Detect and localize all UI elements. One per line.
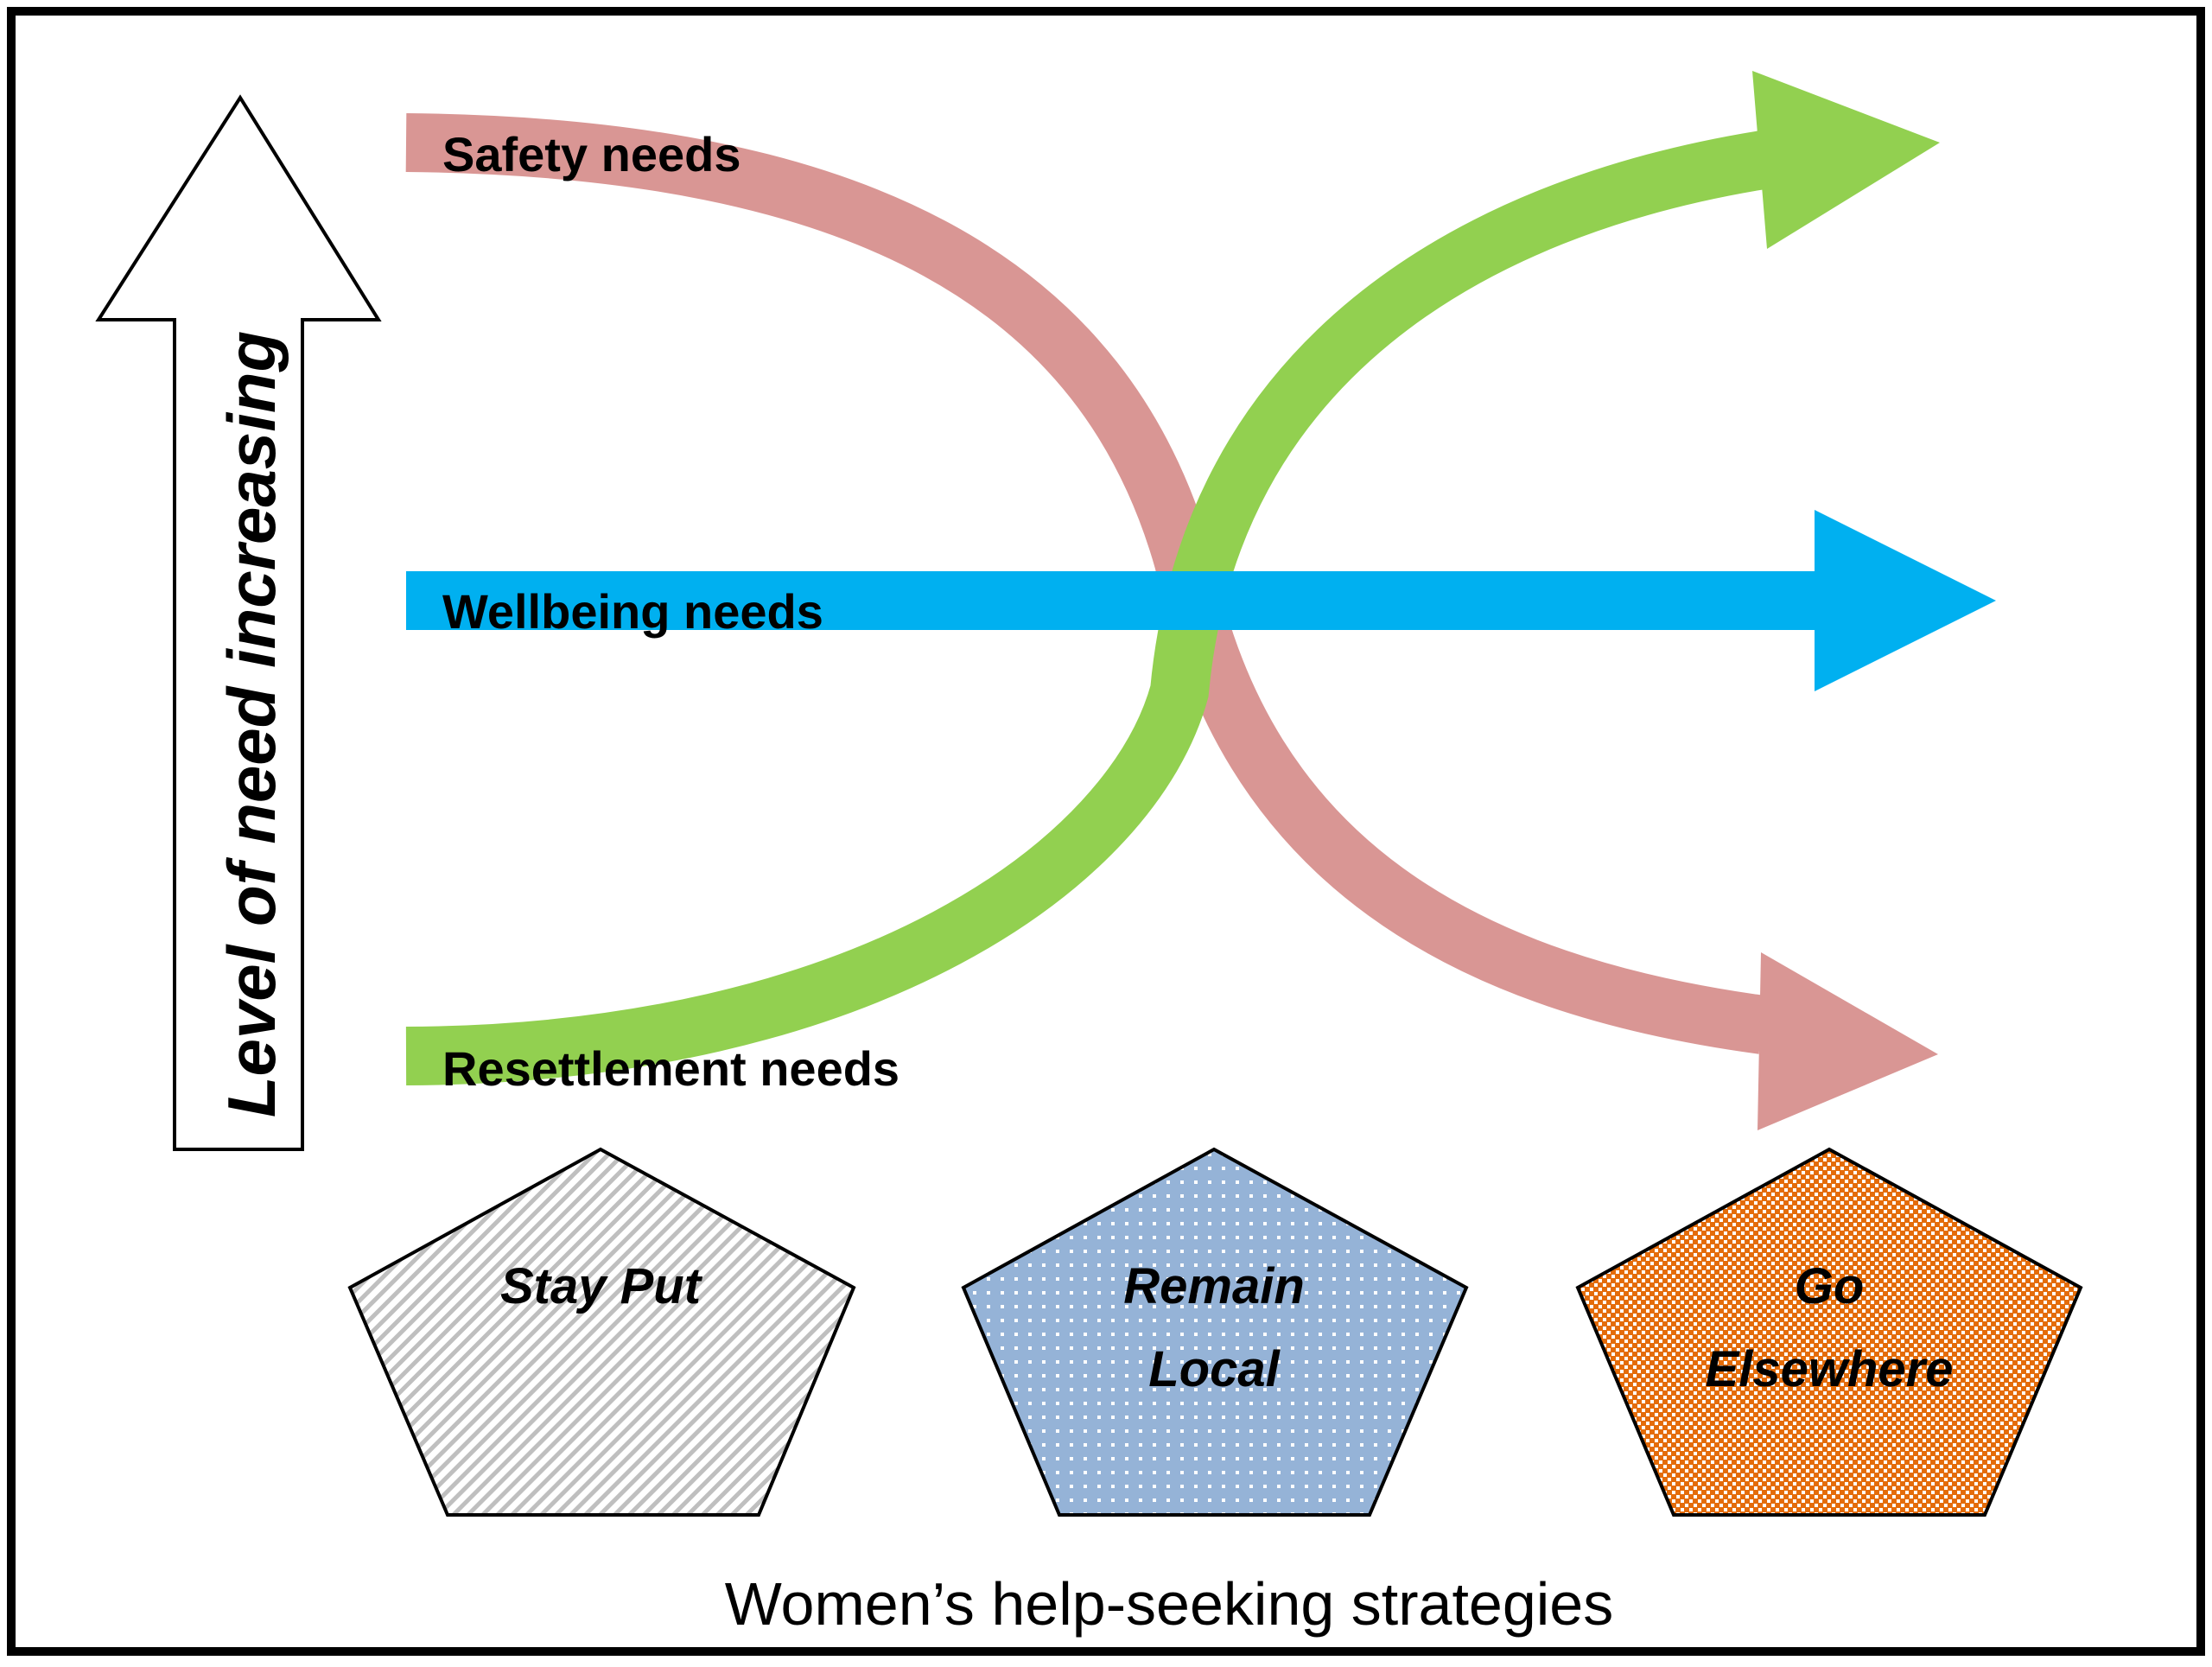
wellbeing-needs-label: Wellbeing needs: [442, 584, 823, 639]
diagram-caption: Women’s help-seeking strategies: [725, 1570, 1614, 1638]
safety-needs-arrowhead: [1758, 952, 1938, 1130]
strategy-remain-local-label-2: Local: [1148, 1341, 1281, 1397]
level-arrow: [95, 94, 382, 1151]
strategy-go-elsewhere-pentagon: [1575, 1147, 2083, 1517]
strategy-stay-put-pentagon: [347, 1147, 856, 1517]
strategy-go-elsewhere-label-1: Go: [1795, 1258, 1865, 1314]
wellbeing-needs-arrow-body: [406, 571, 1823, 630]
resettlement-needs-label: Resettlement needs: [442, 1041, 899, 1096]
strategy-stay-put-label: Stay Put: [500, 1258, 703, 1314]
strategy-go-elsewhere-label-2: Elsewhere: [1706, 1341, 1954, 1397]
wellbeing-needs-arrowhead: [1815, 510, 1996, 691]
axis-label: Level of need increasing: [213, 331, 289, 1117]
strategy-remain-local-label-1: Remain: [1123, 1258, 1305, 1314]
resettlement-needs-arrowhead: [1752, 71, 1940, 249]
strategy-remain-local-pentagon: [961, 1147, 1469, 1517]
safety-needs-label: Safety needs: [442, 127, 741, 181]
resettlement-needs-arrow-body: [405, 130, 1768, 1085]
